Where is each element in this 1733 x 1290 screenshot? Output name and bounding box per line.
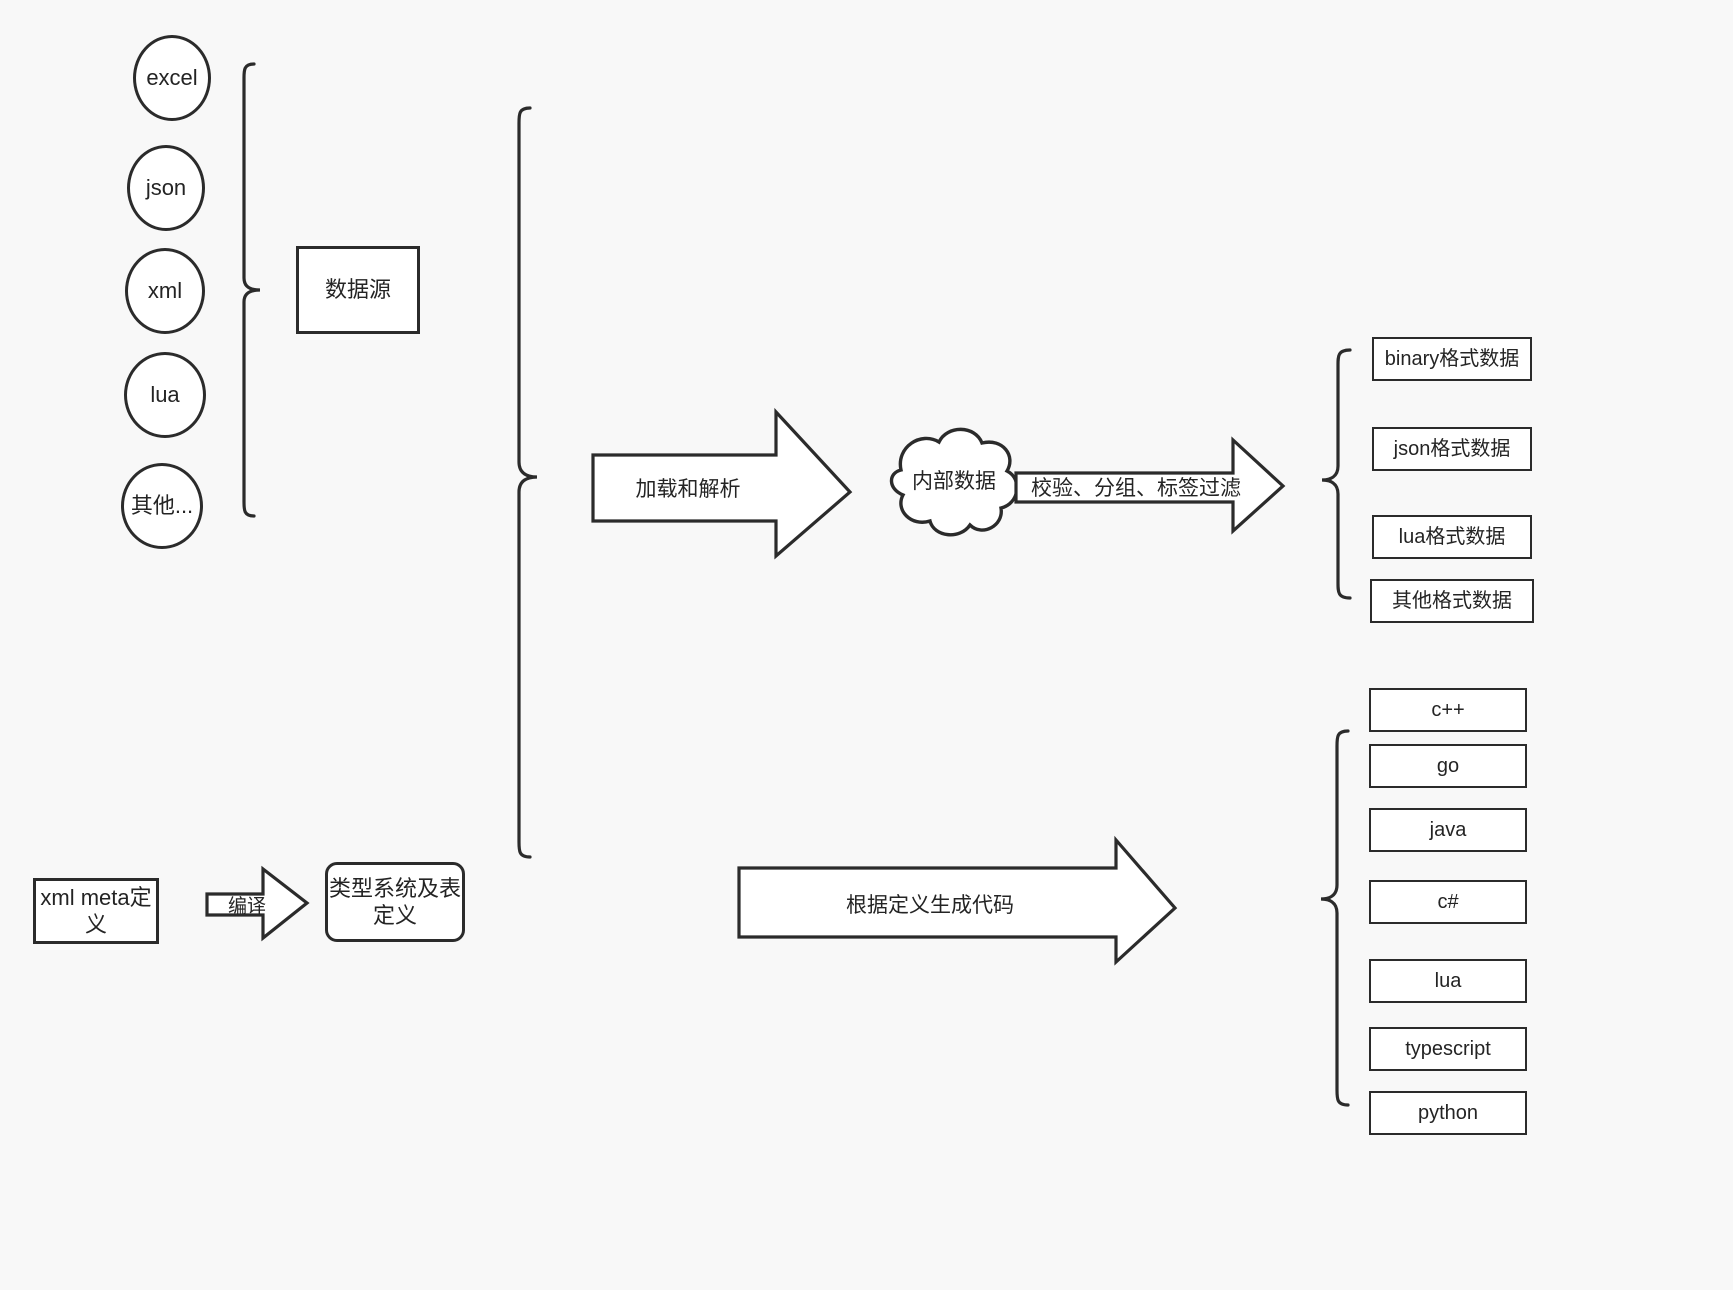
source-node-lua[interactable]: lua (124, 352, 206, 438)
code-output-label: go (1436, 754, 1460, 777)
datasource-box[interactable]: 数据源 (296, 246, 420, 334)
brace-pipeline-input (517, 106, 538, 859)
code-output-cpp[interactable]: c++ (1369, 688, 1527, 732)
code-output-label: java (1429, 818, 1467, 841)
code-output-csharp[interactable]: c# (1369, 880, 1527, 924)
type-system-box-label: 类型系统及表定义 (328, 875, 461, 929)
data-output-json[interactable]: json格式数据 (1372, 427, 1532, 471)
data-output-label: binary格式数据 (1384, 347, 1520, 370)
code-output-label: c++ (1431, 698, 1465, 721)
code-output-go[interactable]: go (1369, 744, 1527, 788)
source-node-other[interactable]: 其他... (121, 463, 203, 549)
source-node-excel[interactable]: excel (133, 35, 211, 121)
code-output-label: c# (1437, 890, 1459, 913)
xml-meta-box[interactable]: xml meta定义 (33, 878, 159, 944)
source-node-label: lua (150, 382, 180, 408)
xml-meta-box-label: xml meta定义 (40, 884, 152, 938)
code-output-label: lua (1434, 969, 1462, 992)
source-node-label: excel (146, 65, 198, 91)
brace-code-outputs (1320, 729, 1350, 1107)
brace-sources (242, 62, 261, 518)
code-output-label: python (1417, 1101, 1479, 1124)
data-output-label: 其他格式数据 (1392, 589, 1512, 612)
source-node-json[interactable]: json (127, 145, 205, 231)
type-system-box[interactable]: 类型系统及表定义 (325, 862, 465, 942)
data-output-binary[interactable]: binary格式数据 (1372, 337, 1532, 381)
data-output-label: lua格式数据 (1398, 525, 1506, 548)
code-output-label: typescript (1405, 1037, 1491, 1060)
source-node-xml[interactable]: xml (125, 248, 205, 334)
code-output-python[interactable]: python (1369, 1091, 1527, 1135)
compile-arrow[interactable] (205, 865, 310, 942)
source-node-label: xml (147, 278, 183, 304)
datasource-box-label: 数据源 (324, 277, 391, 303)
brace-data-outputs (1321, 348, 1352, 600)
validate-filter-arrow[interactable] (1014, 436, 1286, 535)
load-parse-arrow[interactable] (591, 407, 853, 560)
internal-data-cloud[interactable] (889, 427, 1019, 537)
data-output-other[interactable]: 其他格式数据 (1370, 579, 1534, 623)
code-output-lua[interactable]: lua (1369, 959, 1527, 1003)
code-output-java[interactable]: java (1369, 808, 1527, 852)
codegen-arrow[interactable] (737, 835, 1178, 966)
code-output-typescript[interactable]: typescript (1369, 1027, 1527, 1071)
data-output-label: json格式数据 (1393, 437, 1511, 460)
data-output-lua[interactable]: lua格式数据 (1372, 515, 1532, 559)
source-node-label: 其他... (130, 493, 194, 519)
source-node-label: json (145, 175, 187, 201)
